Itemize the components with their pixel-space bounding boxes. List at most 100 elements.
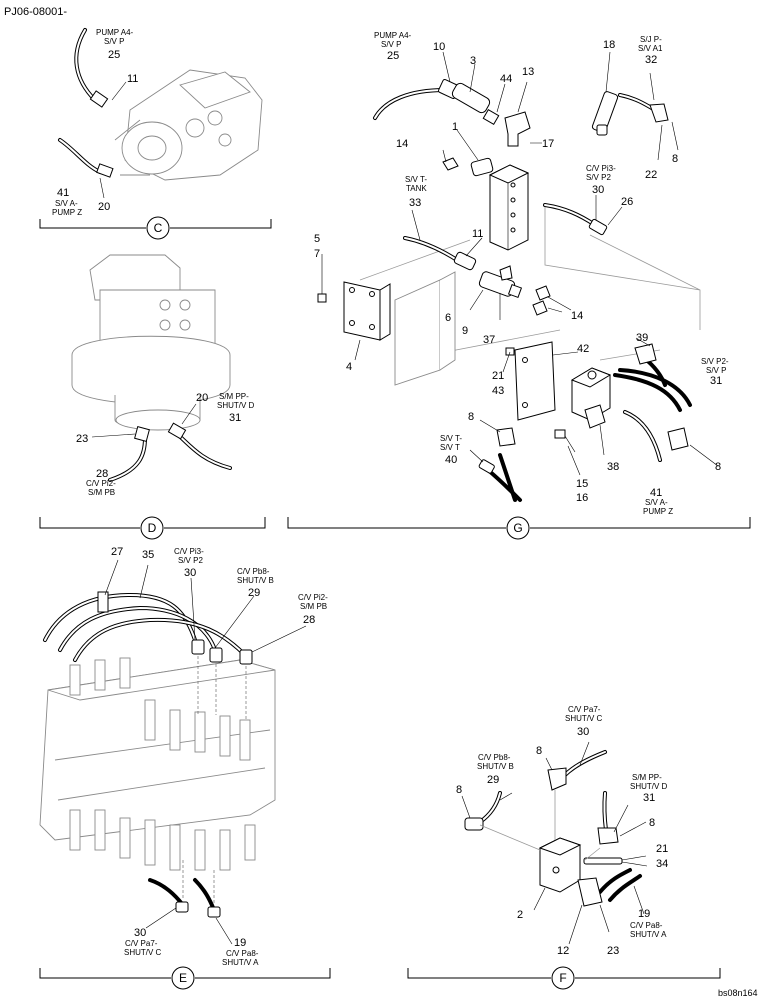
label-pump-a4: PUMP A4- (96, 28, 134, 37)
view-f-marker (551, 966, 575, 990)
label-sm-pb: S/M PB (300, 602, 327, 611)
valve-block (470, 157, 530, 251)
callout-8-right: 8 (649, 817, 655, 829)
callout-31: 31 (229, 412, 241, 424)
callout-25: 25 (108, 49, 120, 61)
callout-20: 20 (196, 392, 208, 404)
callout-30: 30 (592, 184, 604, 196)
label-cv-pa7: C/V Pa7- (125, 939, 158, 948)
document-id: PJ06-08001- (4, 6, 67, 18)
label-sv-a1: S/V A1 (638, 44, 663, 53)
label-cv-pb8: C/V Pb8- (478, 753, 511, 762)
callout-30-top: 30 (184, 567, 196, 579)
callout-28: 28 (96, 468, 108, 480)
label-shut-v-d: SHUT/V D (217, 401, 255, 410)
callout-29: 29 (248, 587, 260, 599)
callout-33: 33 (409, 197, 421, 209)
label-shut-v-c: SHUT/V C (565, 714, 603, 723)
callout-16: 16 (576, 492, 588, 504)
label-sm-pp: S/M PP- (632, 773, 662, 782)
label-cv-pb8: C/V Pb8- (237, 567, 270, 576)
label-sm-pb: S/M PB (88, 488, 115, 497)
label-sv-p2: S/V P2 (586, 173, 611, 182)
view-e-letter: E (179, 971, 187, 985)
label-sv-t3: S/V T (440, 443, 460, 452)
callout-8: 8 (672, 153, 678, 165)
label-shut-v-a: SHUT/V A (222, 958, 259, 967)
view-e-marker (171, 966, 195, 990)
callout-22: 22 (645, 169, 657, 181)
callout-42: 42 (577, 343, 589, 355)
label-cv-pi3: C/V Pi3- (174, 547, 204, 556)
label-sm-pp: S/M PP- (219, 392, 249, 401)
callout-23: 23 (76, 433, 88, 445)
callout-19: 19 (638, 908, 650, 920)
label-sv-p2: S/V P2 (178, 556, 203, 565)
callout-2: 2 (517, 909, 523, 921)
callout-8b: 8 (468, 411, 474, 423)
callout-43: 43 (492, 385, 504, 397)
label-cv-pa8: C/V Pa8- (630, 921, 663, 930)
callout-27: 27 (111, 546, 123, 558)
label-shut-v-d: SHUT/V D (630, 782, 668, 791)
callout-30-bottom: 30 (134, 927, 146, 939)
callout-1: 1 (452, 121, 458, 133)
view-d: 20 S/M PP- SHUT/V D 31 23 28 C/V Pi2- S/… (39, 254, 266, 540)
view-f-letter: F (559, 971, 566, 985)
callout-38: 38 (607, 461, 619, 473)
callout-34: 34 (656, 858, 668, 870)
callout-21: 21 (656, 843, 668, 855)
callout-6: 6 (445, 312, 451, 324)
callout-5: 5 (314, 233, 320, 245)
label-cv-pi3: C/V Pi3- (586, 164, 616, 173)
pump-body-c (114, 69, 263, 181)
view-f: C/V Pa7- SHUT/V C 30 8 C/V Pb8- SHUT/V B… (407, 705, 721, 990)
callout-21: 21 (492, 370, 504, 382)
callout-11: 11 (127, 73, 138, 85)
callout-30: 30 (577, 726, 589, 738)
callout-7: 7 (314, 248, 320, 260)
label-shut-v-b: SHUT/V B (477, 762, 514, 771)
callout-32: 32 (645, 54, 657, 66)
view-c-marker (146, 216, 170, 240)
callout-14b: 14 (571, 310, 583, 322)
view-g-letter: G (513, 521, 522, 535)
label-sv-a: S/V A- (645, 498, 668, 507)
label-pump-a4: PUMP A4- (374, 31, 412, 40)
callout-13: 13 (522, 66, 534, 78)
view-e: 27 35 C/V Pi3- S/V P2 30 C/V Pb8- SHUT/V… (39, 546, 331, 990)
callout-20: 20 (98, 201, 110, 213)
label-cv-pa7: C/V Pa7- (568, 705, 601, 714)
view-c: PUMP A4- S/V P 25 11 41 S/V A- PUMP Z 20… (39, 28, 272, 240)
callout-41: 41 (57, 187, 69, 199)
label-shut-v-a: SHUT/V A (630, 930, 667, 939)
view-d-letter: D (148, 521, 157, 535)
label-shut-v-b: SHUT/V B (237, 576, 274, 585)
callout-14: 14 (396, 138, 408, 150)
callout-12: 12 (557, 945, 569, 957)
callout-3: 3 (470, 55, 476, 67)
callout-15: 15 (576, 478, 588, 490)
label-sv-p: S/V P (104, 37, 124, 46)
drawing-ref-id: bs08n164 (718, 988, 758, 998)
label-shut-v-c: SHUT/V C (124, 948, 162, 957)
callout-31: 31 (643, 792, 655, 804)
callout-19: 19 (234, 937, 246, 949)
callout-23: 23 (607, 945, 619, 957)
label-sv-t: S/V T- (405, 175, 427, 184)
callout-39: 39 (636, 332, 648, 344)
view-d-marker (140, 516, 164, 540)
label-cv-pi2: C/V Pi2- (86, 479, 116, 488)
callout-4: 4 (346, 361, 352, 373)
control-valve-e (39, 657, 276, 871)
callout-40: 40 (445, 454, 457, 466)
label-sj-p: S/J P- (640, 35, 662, 44)
callout-18: 18 (603, 39, 615, 51)
view-c-letter: C (154, 221, 163, 235)
callout-35: 35 (142, 549, 154, 561)
callout-26: 26 (621, 196, 633, 208)
motor-body-d (71, 254, 231, 431)
callout-37: 37 (483, 334, 495, 346)
callout-10: 10 (433, 41, 445, 53)
label-tank: TANK (406, 184, 427, 193)
